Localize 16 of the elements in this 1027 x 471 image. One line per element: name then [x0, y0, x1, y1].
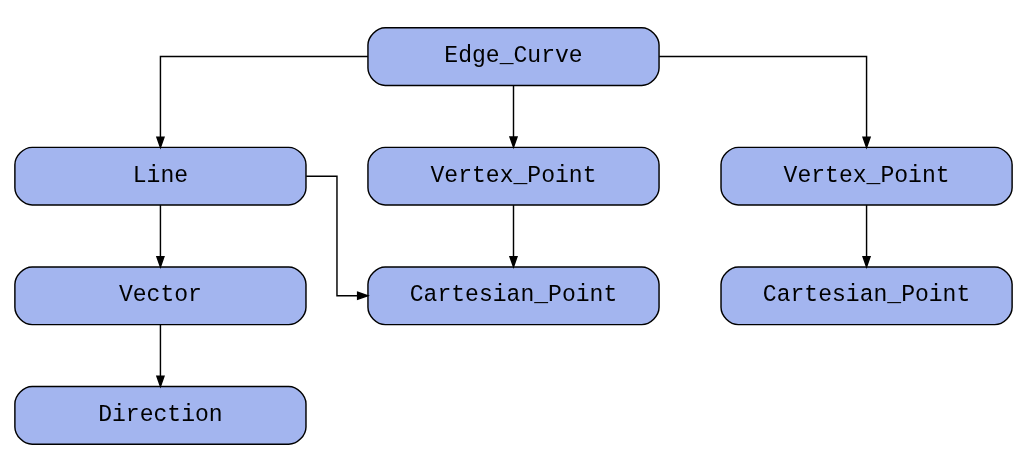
node-box: Cartesian_Point — [720, 265, 1013, 325]
node-box: Line — [14, 146, 307, 206]
arrow — [508, 203, 519, 269]
arrow — [155, 323, 165, 388]
arrow — [862, 203, 872, 269]
arrow — [658, 55, 872, 149]
node-box: Direction — [14, 385, 307, 445]
node-box: Cartesian_Point — [367, 265, 660, 325]
arrow — [305, 175, 370, 300]
arrow — [155, 203, 165, 269]
arrow — [155, 55, 369, 149]
node-box: Vector — [14, 265, 307, 325]
node-box: Vertex_Point — [367, 146, 660, 206]
node-box: Edge_Curve — [367, 26, 660, 86]
node-box: Vertex_Point — [720, 146, 1013, 206]
arrow — [508, 84, 519, 149]
